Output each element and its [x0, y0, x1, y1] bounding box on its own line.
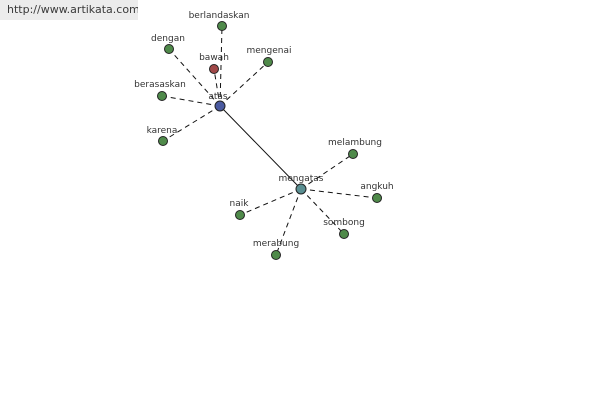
- node-dot-bawah[interactable]: [209, 64, 219, 74]
- node-dot-mengatas[interactable]: [295, 183, 307, 195]
- node-mengenai[interactable]: mengenai: [247, 46, 292, 67]
- edge-mengatas-sombong: [300, 188, 345, 235]
- node-dot-berlandaskan[interactable]: [217, 21, 227, 31]
- node-dot-melambung[interactable]: [348, 149, 358, 159]
- edge-atas-berlandaskan: [219, 25, 223, 107]
- node-naik[interactable]: naik: [230, 199, 250, 220]
- node-dot-naik[interactable]: [235, 210, 245, 220]
- source-url-banner[interactable]: http://www.artikata.com: [0, 0, 138, 20]
- node-dengan[interactable]: dengan: [151, 34, 185, 54]
- node-melambung[interactable]: melambung: [328, 138, 382, 159]
- node-label-bawah: bawah: [199, 53, 229, 63]
- edge-atas-dengan: [168, 48, 221, 107]
- node-label-melambung: melambung: [328, 138, 382, 148]
- node-dot-angkuh[interactable]: [372, 193, 382, 203]
- node-sombong[interactable]: sombong: [323, 218, 365, 239]
- node-berlandaskan[interactable]: berlandaskan: [189, 11, 250, 31]
- node-label-atas: atas: [208, 92, 228, 102]
- node-label-karena: karena: [147, 126, 178, 136]
- node-dot-dengan[interactable]: [164, 44, 174, 54]
- edge-mengatas-melambung: [300, 153, 354, 190]
- edge-atas-karena: [162, 105, 221, 142]
- node-label-dengan: dengan: [151, 34, 185, 44]
- edge-mengatas-merabung: [275, 188, 302, 256]
- node-angkuh[interactable]: angkuh: [360, 182, 394, 203]
- node-berasaskan[interactable]: berasaskan: [134, 80, 186, 101]
- node-karena[interactable]: karena: [147, 126, 178, 146]
- edge-atas-bawah: [213, 68, 221, 107]
- nodes-layer: atas mengatas berlandaskan dengan bawah menge…: [134, 11, 394, 260]
- node-dot-karena[interactable]: [158, 136, 168, 146]
- edge-mengatas-angkuh: [300, 188, 378, 199]
- edge-atas-mengatas: [219, 105, 302, 190]
- edge-atas-mengenai: [219, 61, 269, 107]
- node-dot-mengenai[interactable]: [263, 57, 273, 67]
- node-label-sombong: sombong: [323, 218, 365, 228]
- node-label-berlandaskan: berlandaskan: [189, 11, 250, 21]
- edge-mengatas-naik: [239, 188, 302, 216]
- edge-atas-berasaskan: [161, 95, 221, 107]
- node-bawah[interactable]: bawah: [199, 53, 229, 74]
- edges-layer: [161, 25, 378, 256]
- node-dot-merabung[interactable]: [271, 250, 281, 260]
- node-dot-berasaskan[interactable]: [157, 91, 167, 101]
- node-label-angkuh: angkuh: [360, 182, 393, 192]
- node-label-mengatas: mengatas: [279, 174, 324, 184]
- node-mengatas[interactable]: mengatas: [279, 174, 324, 195]
- node-dot-atas[interactable]: [214, 100, 226, 112]
- node-merabung[interactable]: merabung: [253, 239, 299, 260]
- node-label-berasaskan: berasaskan: [134, 80, 186, 90]
- node-label-naik: naik: [230, 199, 250, 209]
- node-label-mengenai: mengenai: [247, 46, 292, 56]
- node-atas[interactable]: atas: [208, 92, 228, 112]
- node-label-merabung: merabung: [253, 239, 299, 249]
- node-dot-sombong[interactable]: [339, 229, 349, 239]
